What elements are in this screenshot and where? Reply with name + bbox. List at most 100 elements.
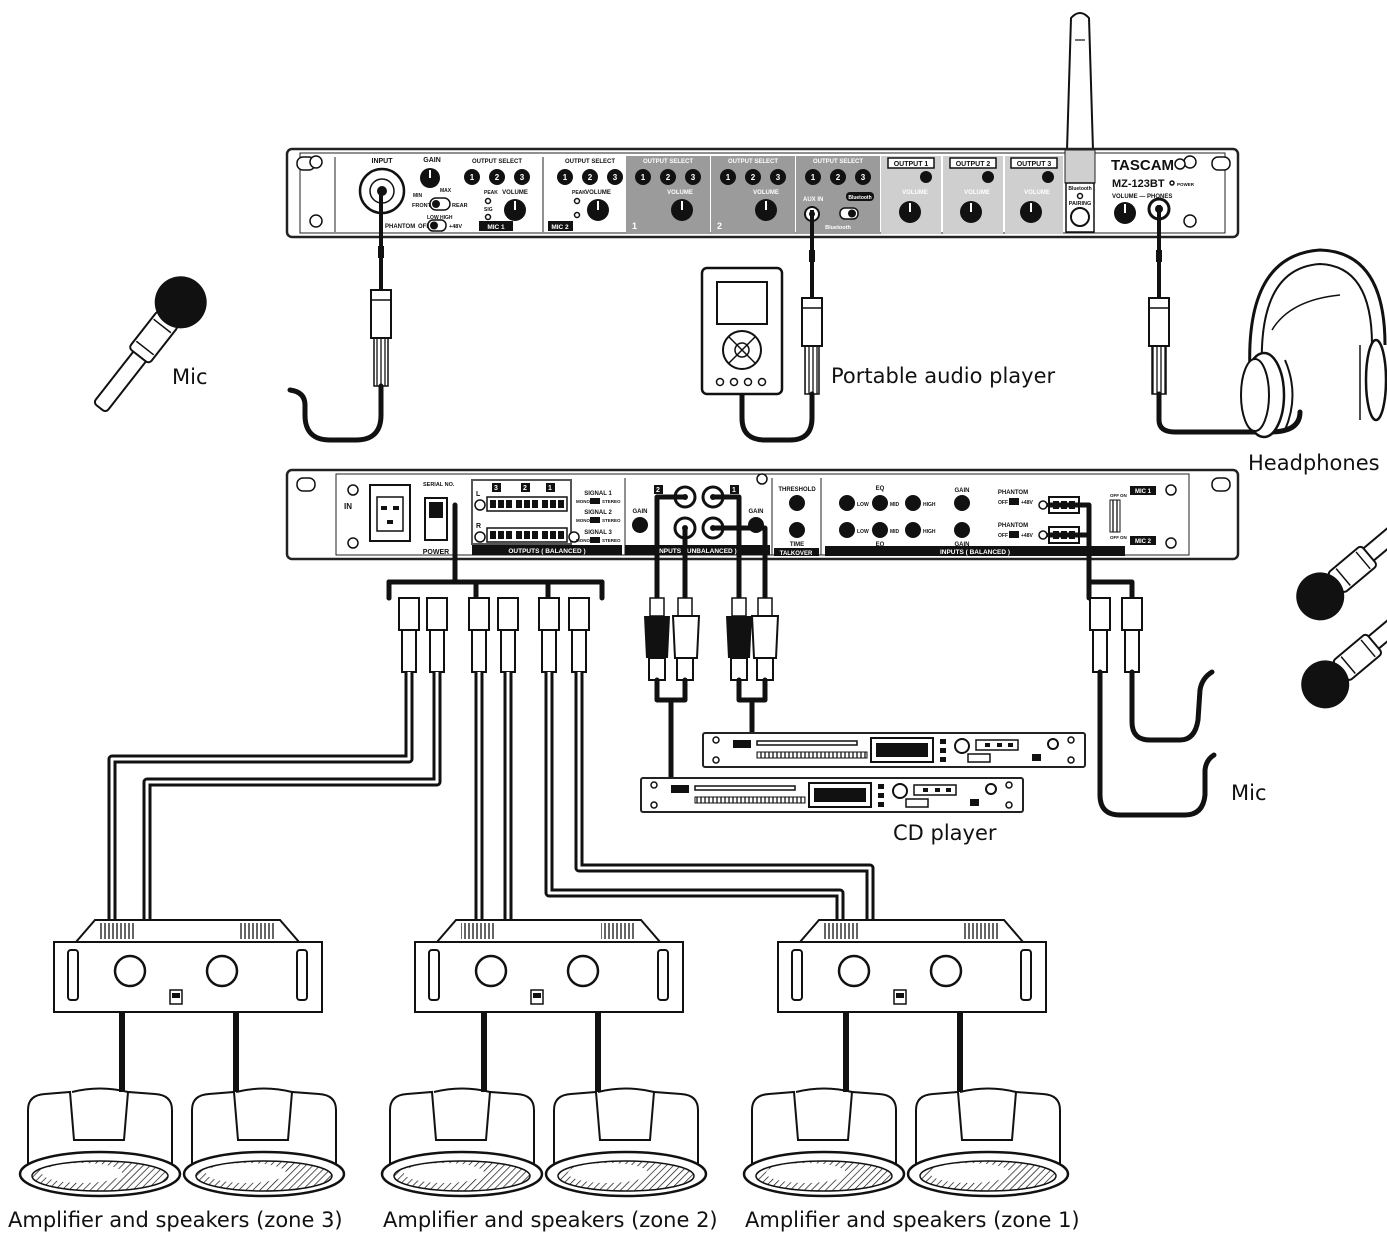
svg-text:GAIN: GAIN <box>955 488 970 494</box>
svg-text:2: 2 <box>588 173 593 182</box>
pairing-section: Bluetooth PAIRING <box>1064 149 1096 233</box>
brand-logo: TASCAM <box>1111 157 1174 174</box>
svg-text:VOLUME: VOLUME <box>667 190 693 196</box>
svg-text:+48V: +48V <box>1021 500 1033 506</box>
output-select-2-button[interactable] <box>489 169 505 185</box>
svg-text:2: 2 <box>836 173 841 182</box>
svg-text:1: 1 <box>732 487 736 494</box>
svg-text:PHANTOM: PHANTOM <box>998 490 1028 496</box>
svg-text:FRONT: FRONT <box>412 203 432 209</box>
amplifier-zone2 <box>414 919 684 1013</box>
svg-text:INPUTS ( UNBALANCED ): INPUTS ( UNBALANCED ) <box>657 548 736 555</box>
svg-text:+48V: +48V <box>1021 533 1033 539</box>
svg-text:3: 3 <box>520 173 525 182</box>
svg-text:EQ: EQ <box>876 486 885 492</box>
output-select-1-button[interactable] <box>464 169 480 185</box>
mic-cable-top <box>287 195 392 443</box>
svg-text:OFF: OFF <box>998 533 1008 539</box>
svg-text:HIGH: HIGH <box>923 529 936 535</box>
svg-text:MID: MID <box>890 502 900 508</box>
speaker-6 <box>906 1087 1070 1198</box>
svg-text:STEREO: STEREO <box>602 538 621 543</box>
outputs-balanced-block: 2 3 1 L R OUTPUTS ( BALANCED ) <box>471 479 622 555</box>
svg-text:MIC 1: MIC 1 <box>487 224 505 231</box>
svg-text:OUTPUT 1: OUTPUT 1 <box>894 161 929 168</box>
svg-text:OUTPUT SELECT: OUTPUT SELECT <box>643 159 693 165</box>
svg-text:VOLUME: VOLUME <box>1024 190 1050 196</box>
inputs-unbalanced-block: GAIN 2 1 GAIN INPUTS ( UNBALANCED ) <box>624 478 770 555</box>
label-mic-top: Mic <box>172 365 208 389</box>
svg-text:VOLUME: VOLUME <box>502 190 528 196</box>
mic-bottom-icon-1 <box>1296 509 1387 621</box>
svg-text:3: 3 <box>776 173 781 182</box>
svg-text:1: 1 <box>548 485 552 492</box>
svg-text:POWER: POWER <box>1177 182 1195 187</box>
pairing-button[interactable] <box>1070 207 1090 227</box>
portable-audio-player-icon <box>700 266 784 396</box>
svg-text:IN: IN <box>344 502 352 511</box>
svg-text:OUTPUT SELECT: OUTPUT SELECT <box>472 159 522 165</box>
channel-strip-aux-bluetooth: OUTPUT SELECT 1 2 3 AUX IN Bluetooth Blu… <box>796 156 880 234</box>
svg-text:GAIN: GAIN <box>749 509 764 515</box>
mic-top-icon <box>93 276 207 413</box>
svg-text:VOLUME: VOLUME <box>964 190 990 196</box>
output-strips: OUTPUT 1 OUTPUT 2 OUTPUT 3 VOLUME VOLUME… <box>881 156 1063 234</box>
svg-text:2: 2 <box>666 173 671 182</box>
dip-switches[interactable] <box>1109 499 1121 533</box>
label-mic-bottom: Mic <box>1231 781 1267 805</box>
svg-text:OUTPUTS ( BALANCED ): OUTPUTS ( BALANCED ) <box>508 548 585 555</box>
label-headphones: Headphones <box>1248 451 1380 475</box>
svg-text:TIME: TIME <box>790 542 804 548</box>
svg-text:PHANTOM: PHANTOM <box>385 224 415 230</box>
channel-strip-mic1: OUTPUT SELECT 1 2 3 PEAK SIG VOLUME <box>464 159 530 221</box>
svg-text:1: 1 <box>632 221 637 231</box>
svg-text:MONO: MONO <box>576 518 590 523</box>
svg-text:ON: ON <box>1120 493 1127 498</box>
svg-text:3: 3 <box>494 485 498 492</box>
svg-text:OUTPUT 3: OUTPUT 3 <box>1017 161 1052 168</box>
svg-text:OUTPUT SELECT: OUTPUT SELECT <box>565 159 615 165</box>
svg-text:AUX IN: AUX IN <box>803 197 823 203</box>
euroblock-plugs <box>398 597 590 673</box>
mic-bottom-icon-2 <box>1301 597 1387 709</box>
svg-text:Bluetooth: Bluetooth <box>825 225 851 231</box>
speaker-wires <box>119 1012 963 1092</box>
svg-text:SIGNAL 2: SIGNAL 2 <box>584 510 612 516</box>
channel-strip-line2: OUTPUT SELECT 1 2 3 VOLUME 2 <box>711 156 795 234</box>
svg-text:LOW: LOW <box>427 215 439 221</box>
model-name: MZ-123BT <box>1112 178 1165 190</box>
svg-text:SIGNAL 1: SIGNAL 1 <box>584 491 612 497</box>
svg-text:OUTPUT SELECT: OUTPUT SELECT <box>813 159 863 165</box>
svg-text:OUTPUT SELECT: OUTPUT SELECT <box>728 159 778 165</box>
svg-text:LOW: LOW <box>857 502 869 508</box>
svg-text:VOLUME: VOLUME <box>753 190 779 196</box>
svg-text:ON: ON <box>1120 535 1127 540</box>
svg-text:1: 1 <box>641 173 646 182</box>
speaker-5 <box>742 1087 906 1198</box>
talkover-block: THRESHOLD TIME TALKOVER <box>771 478 822 557</box>
svg-text:SERIAL NO.: SERIAL NO. <box>423 482 455 488</box>
svg-text:Bluetooth: Bluetooth <box>848 195 871 201</box>
svg-text:2: 2 <box>717 221 722 231</box>
svg-text:+48V: +48V <box>449 224 462 230</box>
front-panel-mixer: INPUT GAIN MIN MAX FRONT REAR LOW HIGH P… <box>285 147 1240 239</box>
output-terminals[interactable] <box>490 500 564 539</box>
speaker-4 <box>544 1087 708 1198</box>
svg-text:OFF: OFF <box>998 500 1008 506</box>
output-select-3-button[interactable] <box>514 169 530 185</box>
svg-text:Bluetooth: Bluetooth <box>1068 186 1091 192</box>
cd-player-top <box>702 732 1086 768</box>
bluetooth-antenna <box>1065 12 1095 151</box>
mic-cables-bottom <box>1046 502 1217 818</box>
svg-text:VOLUME: VOLUME <box>902 190 928 196</box>
svg-text:OFF: OFF <box>1110 535 1119 540</box>
svg-text:VOLUME: VOLUME <box>585 190 611 196</box>
svg-text:PHANTOM: PHANTOM <box>998 523 1028 529</box>
speaker-2 <box>182 1087 346 1198</box>
headphones-icon <box>1240 248 1387 439</box>
svg-text:HIGH: HIGH <box>923 502 936 508</box>
svg-text:MID: MID <box>890 529 900 535</box>
svg-text:3: 3 <box>613 173 618 182</box>
svg-text:GAIN: GAIN <box>955 542 970 548</box>
svg-text:TALKOVER: TALKOVER <box>780 551 813 557</box>
